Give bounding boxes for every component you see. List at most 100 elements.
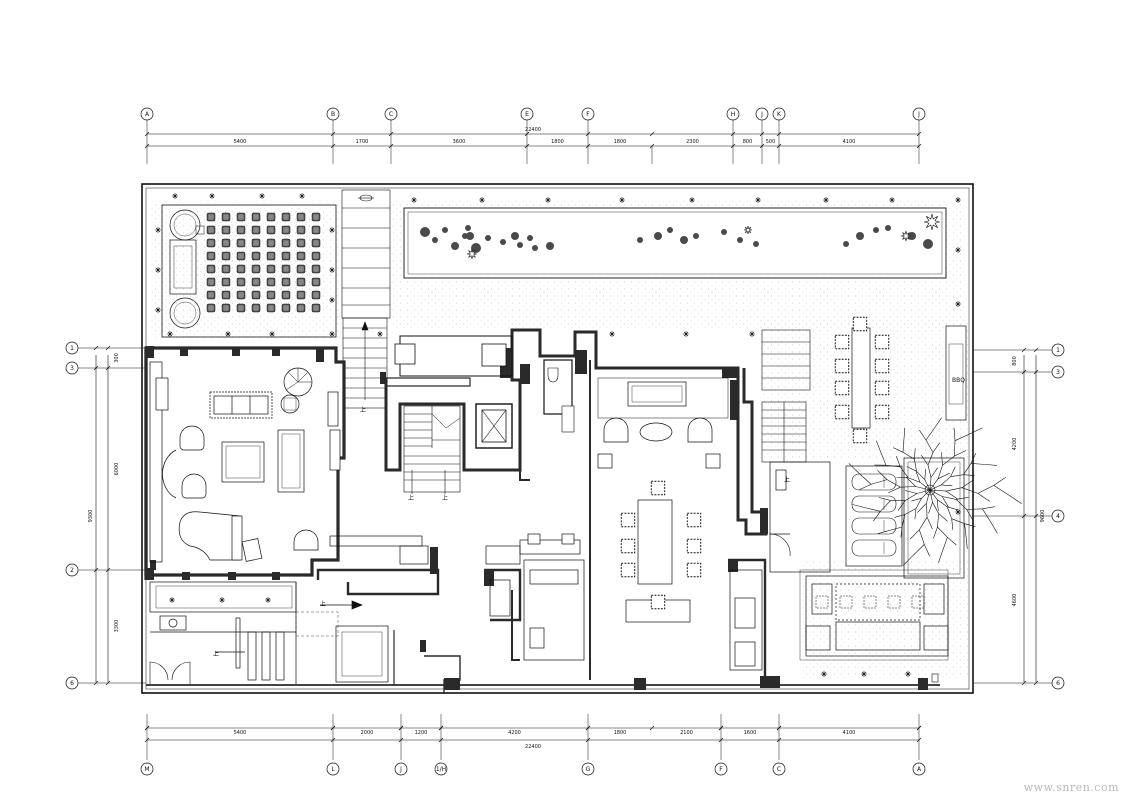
shrub [667,227,673,233]
plant-mark [265,597,271,603]
theater-seat [206,238,216,248]
bottom-axis-bubble [434,762,448,776]
shrub [737,237,743,243]
theater-seat [266,238,276,248]
plant-mark [329,267,335,273]
top-dim-value: 1800 [551,139,564,145]
bottom-mark [438,737,444,743]
top-axis-label: J [917,111,920,118]
lounge-cushion [839,595,853,609]
dining-chair [620,562,636,578]
top-dim-value: 1800 [614,139,627,145]
shrub [721,229,727,235]
plant-mark [955,247,961,253]
plant-mark [683,331,689,337]
right-dim-total: 9600 [1040,510,1046,523]
theater-seat [266,225,276,235]
garden-stair [342,317,388,409]
top-dim-value: 500 [766,139,776,145]
theater-seat [251,303,261,313]
bottom-mark [916,725,922,731]
plant-mark [411,197,417,203]
theater-seat [251,212,261,222]
bottom-axis-bubble [581,762,595,776]
theater-seat [281,303,291,313]
theater-seat [236,277,246,287]
lounger [851,517,897,535]
top-dim-value: 800 [743,139,753,145]
seat-marker [195,225,205,235]
dining-chair [686,538,702,554]
bbq-chair [834,334,850,350]
top-mark [759,143,765,149]
watermark: www.snren.com [1023,781,1119,794]
theater-seat [311,264,321,274]
shrub [500,239,506,245]
left-axis-bubble [65,563,79,577]
theater-seat [266,303,276,313]
bottom-dim-value: 4200 [508,730,521,736]
left-axis-label: 2 [70,567,74,574]
lounger [851,473,897,491]
bottom-mark [585,737,591,743]
plant-mark [209,193,215,199]
top-mark [585,143,591,149]
bottom-mark [330,737,336,743]
theater-seat [236,212,246,222]
left-mark [93,680,99,686]
bbq-chair [852,428,868,444]
plant-mark [259,193,265,199]
dining-chair [650,480,666,496]
left-mark [105,567,111,573]
theater-seat [236,251,246,261]
theater-seat [296,277,306,287]
lounge-cushion [911,595,925,609]
label-up-6: 上 [784,476,790,484]
shrub [885,225,891,231]
theater-seat [236,264,246,274]
bottom-axis-label: 1/H [436,766,446,773]
left-mark [93,567,99,573]
theater-seat [281,290,291,300]
plant-mark [545,197,551,203]
shrub [462,233,468,239]
right-mark [1021,347,1027,353]
top-mark [730,143,736,149]
theater-seat [296,251,306,261]
top-mark [776,143,782,149]
theater-seat [221,303,231,313]
plant-mark [749,331,755,337]
right-axis-bubble [1051,343,1065,357]
label-bbq: BBQ [952,377,965,384]
left-axis-bubble [65,676,79,690]
bottom-dim-value: 5400 [234,730,247,736]
bottom-mark [916,737,922,743]
left-axis-bubble [65,361,79,375]
top-mark [524,131,530,137]
shrub [511,232,519,240]
bottom-mark [718,725,724,731]
powder-room [394,335,575,433]
left-mark [105,345,111,351]
fixture [931,673,939,683]
lounge-cushion [887,595,901,609]
theater-seat [236,238,246,248]
label-up-2: 上 [408,494,414,502]
shrub [693,233,699,239]
theater-seat [296,225,306,235]
top-mark [916,131,922,137]
plant-mark [155,227,161,233]
top-axis-label: A [145,111,150,118]
bottom-axis-bubble [912,762,926,776]
bottom-mark [144,737,150,743]
top-dim-value: 2300 [686,139,699,145]
plant-mark [479,197,485,203]
bottom-axis-label: A [917,766,922,773]
dining-chair [620,512,636,528]
top-axis-bubble [326,107,340,121]
tree-branch [848,463,931,493]
left-axis-label: 1 [70,345,74,352]
bottom-axis-label: L [331,766,335,773]
bottom-mark [776,725,782,731]
plant-mark [689,197,695,203]
